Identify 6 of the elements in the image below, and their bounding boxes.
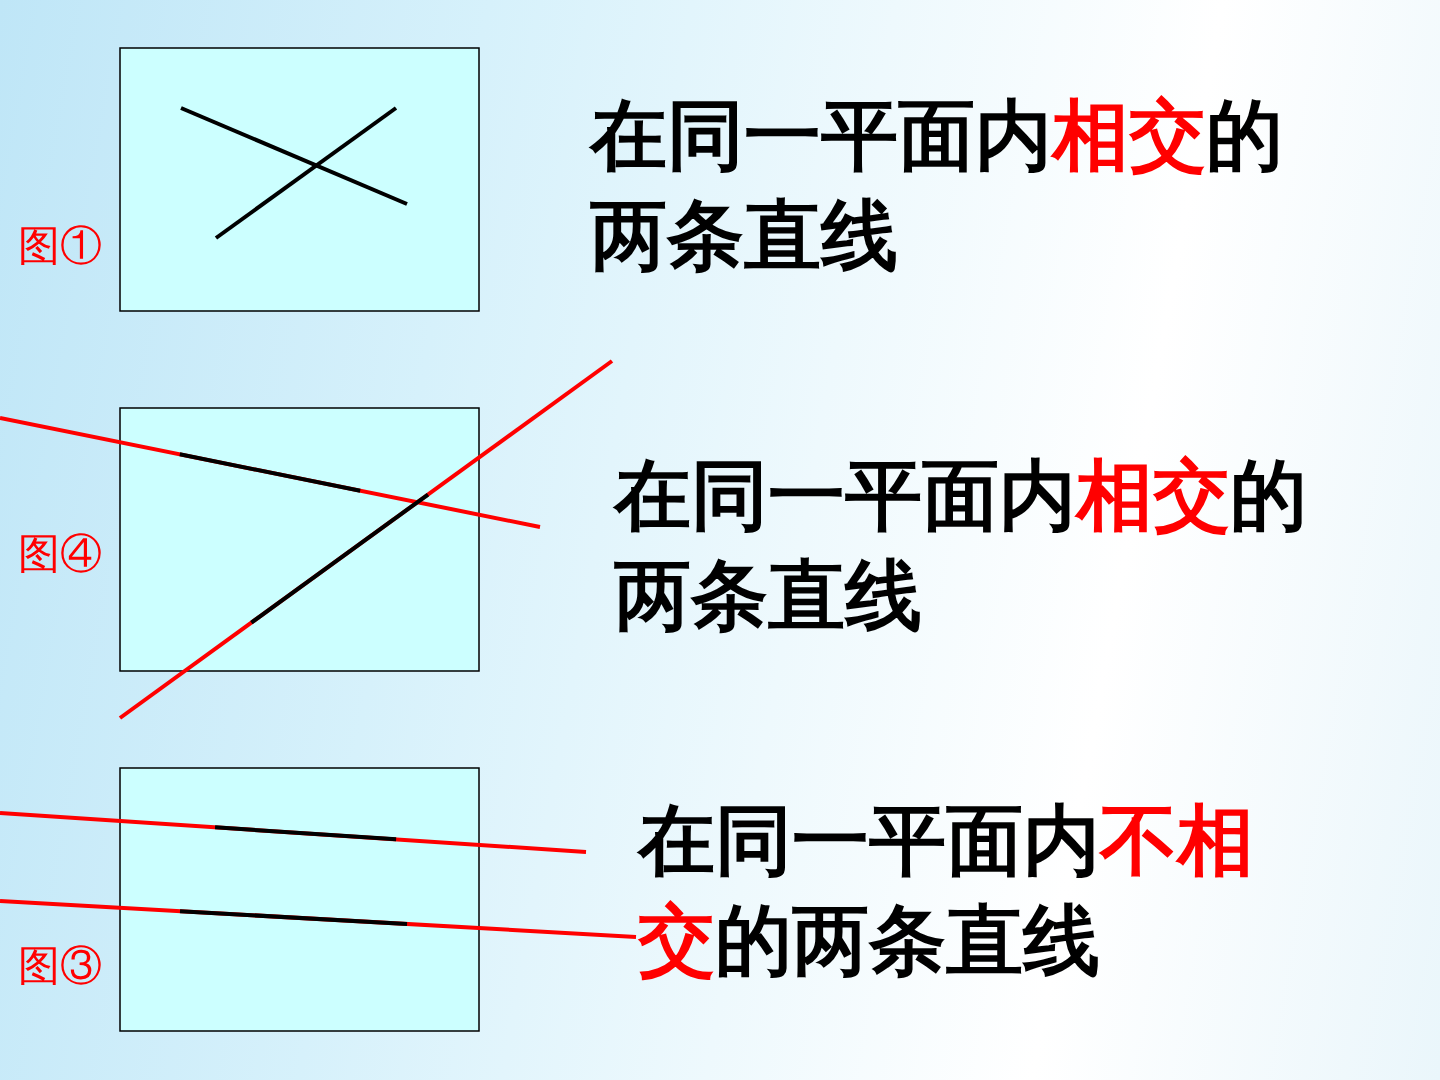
figure-label: 图① [18, 220, 102, 272]
figure-label: 图④ [18, 528, 102, 580]
description-text: 在同一平面内相交的两条直线 [590, 89, 1284, 282]
description-text: 在同一平面内相交的两条直线 [614, 449, 1308, 642]
description-text: 在同一平面内不相交的两条直线 [638, 794, 1255, 987]
figure-label: 图③ [18, 940, 102, 992]
